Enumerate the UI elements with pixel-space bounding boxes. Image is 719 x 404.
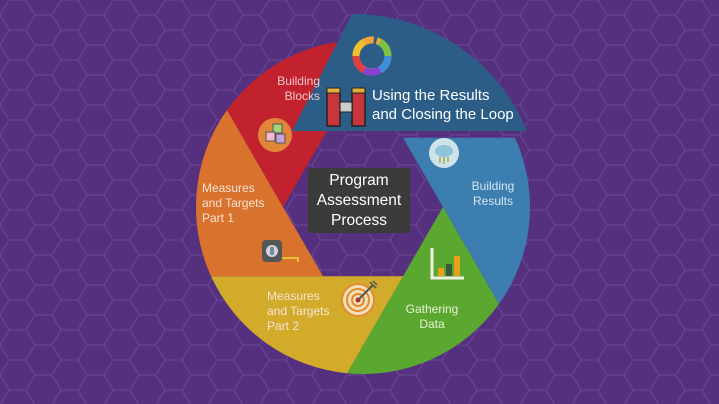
target-arrow-icon [341, 280, 378, 317]
cloud-icon [429, 138, 459, 168]
label-line: Building [277, 74, 320, 88]
label-line: Part 2 [267, 319, 300, 333]
label-line: Building [471, 179, 515, 193]
blocks-icon [258, 118, 292, 152]
label-line: Part 1 [202, 211, 235, 225]
label-line: Data [419, 317, 445, 331]
label-line: Blocks [284, 89, 320, 103]
label-line: Measures [202, 181, 255, 195]
bar-chart-icon [430, 248, 464, 280]
segment-gathering-data[interactable] [347, 207, 499, 374]
label-building-results: Building Results [462, 179, 524, 209]
label-building-blocks: Building Blocks [268, 74, 320, 104]
label-using-results: Using the Results and Closing the Loop [372, 86, 514, 124]
cycle-arrows-icon [352, 36, 392, 76]
label-line: and Targets [267, 304, 330, 318]
segment-building-results[interactable] [403, 137, 530, 304]
label-line: Measures [267, 289, 320, 303]
center-title-box: Program Assessment Process [308, 168, 410, 233]
tape-measure-icon [262, 240, 299, 262]
buildings-icon [326, 87, 366, 127]
center-title-line: Process [331, 211, 387, 229]
center-title-line: Program [329, 171, 389, 189]
center-title-line: Assessment [316, 191, 402, 209]
label-line: Using the Results [372, 87, 490, 104]
label-line: and Closing the Loop [372, 106, 514, 123]
label-measures-targets-2: Measures and Targets Part 2 [267, 289, 330, 334]
segment-measures-targets-1[interactable] [195, 110, 323, 277]
label-gathering-data: Gathering Data [400, 302, 464, 332]
label-measures-targets-1: Measures and Targets Part 1 [202, 181, 265, 226]
label-line: Gathering [405, 302, 459, 316]
label-line: and Targets [202, 196, 265, 210]
label-line: Results [472, 194, 513, 208]
